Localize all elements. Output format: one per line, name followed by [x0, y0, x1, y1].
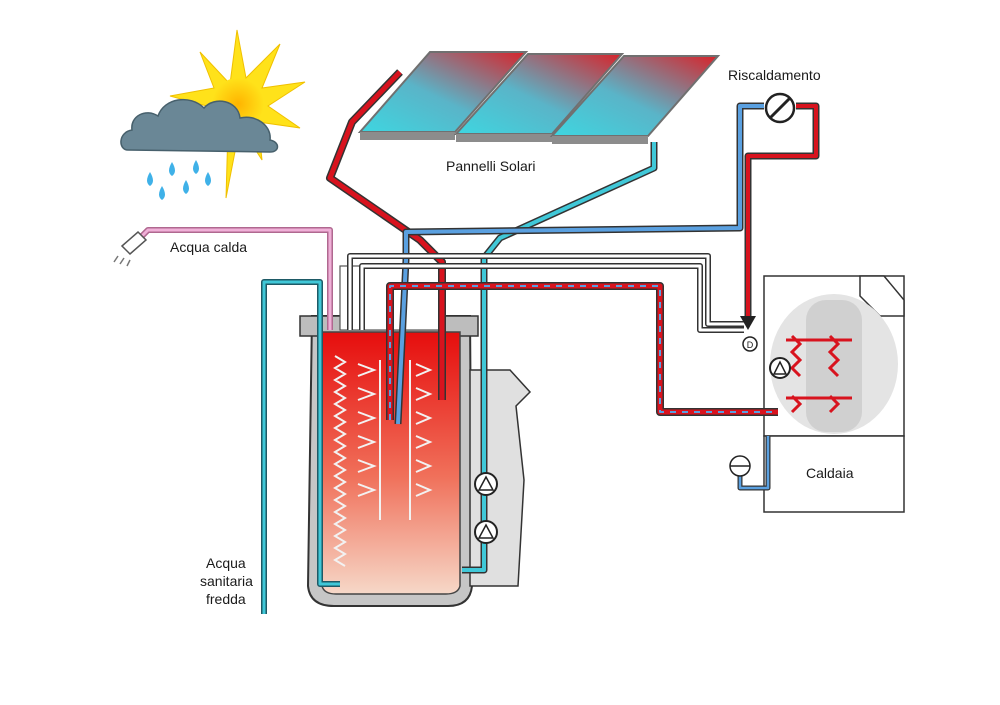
- pump-icon: [474, 472, 498, 496]
- cloud-icon: [120, 98, 279, 153]
- pump-icon: [769, 357, 791, 379]
- expansion-vessel-icon: [729, 455, 751, 477]
- rain-icon: [147, 160, 211, 200]
- label-riscaldamento: Riscaldamento: [728, 67, 821, 83]
- label-pannelli-solari: Pannelli Solari: [446, 158, 536, 174]
- label-acqua-calda: Acqua calda: [170, 239, 247, 255]
- solar-panel: [357, 51, 529, 140]
- shower-icon: [113, 230, 148, 267]
- solar-panels: [357, 51, 721, 144]
- boiler: [763, 275, 905, 513]
- label-caldaia: Caldaia: [806, 465, 854, 481]
- pump-icon: [474, 520, 498, 544]
- solar-panel: [549, 55, 721, 144]
- label-acqua-line3: fredda: [206, 591, 246, 607]
- pipes: [139, 69, 820, 614]
- three-way-valve-icon: D: [740, 316, 758, 352]
- tank-coils: [333, 355, 433, 567]
- thermostat-icon: [764, 92, 796, 124]
- valve-mark: D: [747, 340, 754, 350]
- label-acqua-line1: Acqua: [206, 555, 246, 571]
- solar-panel: [453, 53, 625, 142]
- label-acqua-line2: sanitaria: [200, 573, 253, 589]
